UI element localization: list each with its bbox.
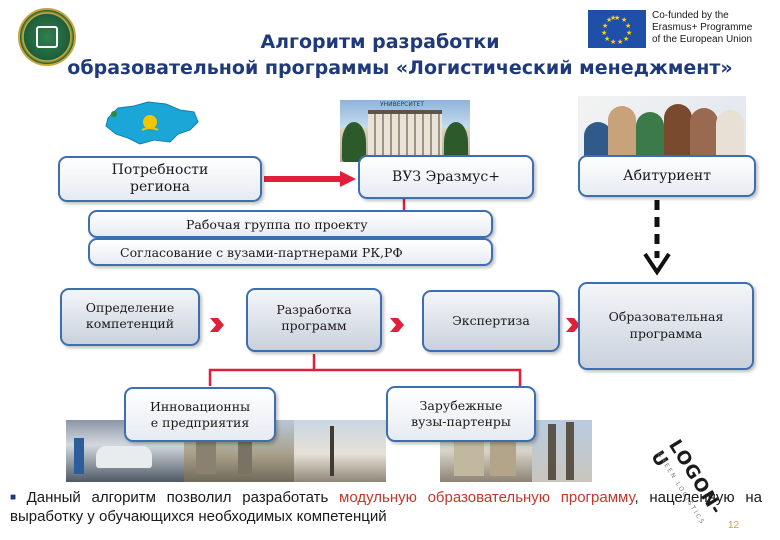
kazakhstan-map-icon (105, 101, 199, 145)
footer-text-after: , нацеленную на выработку у обучающихся … (10, 489, 762, 525)
eu-logo-line2: Erasmus+ Programme (652, 22, 753, 33)
summary-bullet: ■Данный алгоритм позволил разработать мо… (10, 488, 762, 526)
slide-title: Алгоритм разработки образовательной прог… (40, 30, 760, 81)
bullet-marker-icon: ■ (10, 492, 23, 503)
eu-flag-icon: ★★★ ★★★ ★★★ ★★★ (588, 10, 646, 48)
program-development-box: Разработка программ (246, 288, 382, 352)
expertise-box: Экспертиза (422, 290, 560, 352)
university-erasmus-box: ВУЗ Эразмус+ (358, 155, 534, 199)
edu-program-line1: Образовательная (608, 309, 724, 324)
eu-logo-line1: Co-funded by the (652, 10, 729, 21)
applicant-box: Абитуриент (578, 155, 756, 197)
logon-u-logo: LOGON-U GREEN LOGISTICS (646, 412, 772, 527)
regional-needs-box: Потребности региона (58, 156, 262, 202)
need-line1: Потребности (111, 162, 209, 178)
innovative-enterprises-box: Инновационны е предприятия (124, 387, 276, 442)
footer-text-highlight: модульную образовательную программу (339, 489, 635, 506)
university-emblem-logo (18, 8, 76, 66)
foreign-universities-box: Зарубежные вузы-партенры (386, 386, 536, 442)
title-line1: Алгоритм разработки (260, 31, 500, 53)
bottom-bracket (208, 368, 522, 386)
abiturient-label: Абитуриент (623, 168, 711, 184)
working-group-box: Рабочая группа по проекту (88, 210, 493, 238)
vuz-label: ВУЗ Эразмус+ (392, 169, 500, 185)
port-photo (294, 420, 386, 482)
cathedral-photo (532, 420, 592, 482)
chevron-icon (210, 318, 224, 332)
agreement-label: Согласование с вузами-партнерами РК,РФ (120, 245, 403, 260)
competence-line1: Определение (85, 300, 175, 315)
need-line2: региона (129, 179, 191, 195)
development-line2: программ (281, 318, 347, 333)
page-number: 12 (728, 520, 740, 531)
edu-program-line2: программа (629, 326, 703, 341)
development-line1: Разработка (276, 302, 352, 317)
footer-text-before: Данный алгоритм позволил разработать (26, 489, 340, 506)
educational-program-box: Образовательная программа (578, 282, 754, 370)
erasmus-eu-logo: ★★★ ★★★ ★★★ ★★★ Co-funded by the Erasmus… (588, 6, 768, 52)
expertise-label: Экспертиза (452, 313, 530, 328)
university-building-photo: УНИВЕРСИТЕТ (340, 100, 470, 162)
competence-line2: компетенций (85, 316, 175, 331)
partner-agreement-box: Согласование с вузами-партнерами РК,РФ (88, 238, 493, 266)
building-sign: УНИВЕРСИТЕТ (380, 101, 424, 108)
foreign-line1: Зарубежные (419, 398, 503, 413)
chevron-icon (390, 318, 404, 332)
title-line2: образовательной программы «Логистический… (67, 56, 733, 79)
working-group-label: Рабочая группа по проекту (186, 217, 368, 232)
foreign-line2: вузы-партенры (411, 414, 511, 429)
innovative-line1: Инновационны (149, 399, 251, 414)
competence-definition-box: Определение компетенций (60, 288, 200, 346)
innovative-line2: е предприятия (150, 415, 250, 430)
eu-logo-line3: of the European Union (652, 34, 753, 45)
